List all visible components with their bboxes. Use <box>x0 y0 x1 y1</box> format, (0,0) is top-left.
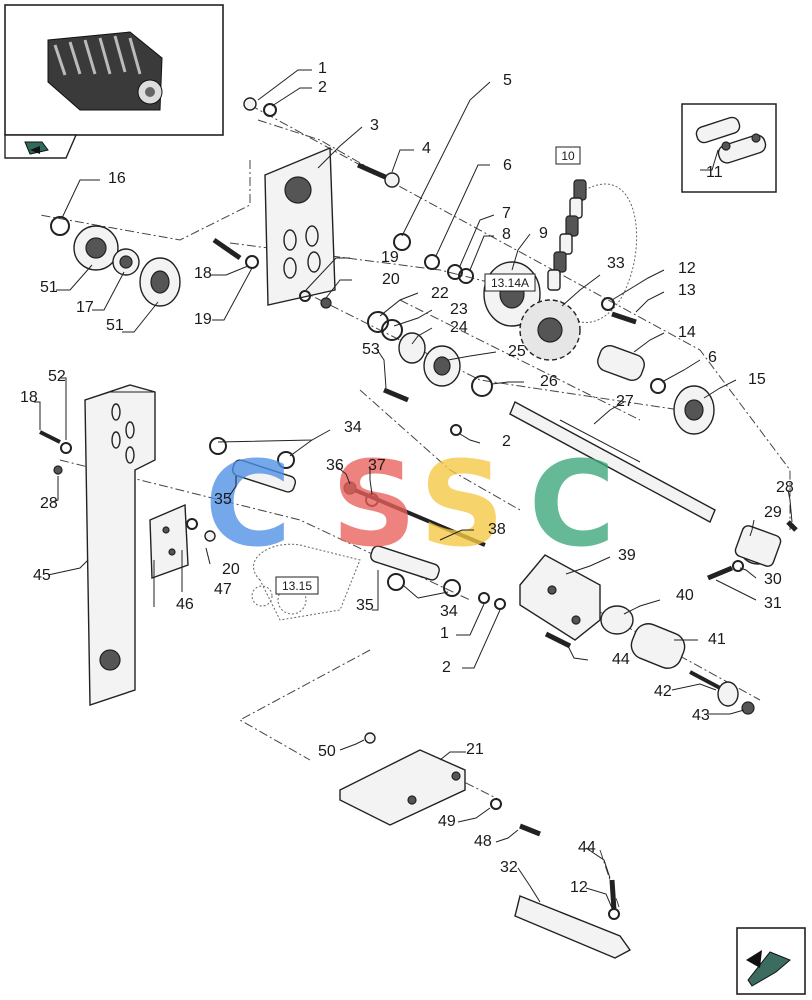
callout-number: 30 <box>764 571 782 588</box>
callout-number: 1 <box>440 625 449 642</box>
side-plate-bracket <box>264 146 336 306</box>
callout-number: 22 <box>431 285 449 302</box>
callout-number: 47 <box>214 581 232 598</box>
callout-number: 12 <box>678 260 696 277</box>
callout-number: 5 <box>503 72 512 89</box>
callout-number: 38 <box>488 521 506 538</box>
callout-number: 53 <box>362 341 380 358</box>
callout-number: 11 <box>706 164 723 181</box>
callout-number: 25 <box>508 343 526 360</box>
upper-hardware <box>212 97 474 309</box>
watermark-letter: S <box>420 435 505 573</box>
callout-number: 31 <box>764 595 782 612</box>
callout-number: 1 <box>318 60 327 77</box>
reference-box-13-15: 13.15 <box>275 576 319 595</box>
callout-number: 46 <box>176 596 194 613</box>
callout-number: 28 <box>776 479 794 496</box>
watermark-letter: C <box>205 435 292 573</box>
reference-box-13-14a: 13.14A <box>484 273 536 292</box>
callout-number: 43 <box>692 707 710 724</box>
roller-bracket-assembly <box>478 554 755 715</box>
callout-number: 33 <box>607 255 625 272</box>
callout-number: 24 <box>450 319 468 336</box>
callout-number: 12 <box>570 879 588 896</box>
sprocket-assembly <box>367 261 715 436</box>
callout-number: 28 <box>40 495 58 512</box>
leader-lines <box>34 69 793 909</box>
main-shaft <box>509 401 798 581</box>
callout-number: 8 <box>502 226 511 243</box>
callout-number: 44 <box>612 651 630 668</box>
callout-number: 35 <box>356 597 374 614</box>
callout-number: 9 <box>539 225 548 242</box>
callout-number: 32 <box>500 859 518 876</box>
callout-number: 23 <box>450 301 468 318</box>
callout-number: 14 <box>678 324 696 341</box>
callout-number: 2 <box>318 79 327 96</box>
callout-number: 3 <box>370 117 379 134</box>
callout-number: 35 <box>214 491 232 508</box>
reference-label: 10 <box>561 149 575 163</box>
chain-link-detail-panel <box>681 103 777 193</box>
callout-number: 18 <box>194 265 212 282</box>
watermark-letter: C <box>529 435 616 573</box>
lower-bracket-plate <box>339 732 541 837</box>
callout-number: 51 <box>40 279 58 296</box>
reference-box-10: 10 <box>555 146 581 165</box>
callout-number: 27 <box>616 393 634 410</box>
drive-chain <box>547 179 637 323</box>
callout-number: 36 <box>326 457 344 474</box>
reference-label: 13.15 <box>282 579 312 593</box>
callout-number: 13 <box>678 282 696 299</box>
callout-number: 4 <box>422 140 431 157</box>
callout-number: 2 <box>502 433 511 450</box>
callout-number: 26 <box>540 373 558 390</box>
callout-number: 21 <box>466 741 484 758</box>
callout-number: 20 <box>382 271 400 288</box>
callout-number: 6 <box>503 157 512 174</box>
thumbnail-panel <box>4 4 224 159</box>
callout-number: 49 <box>438 813 456 830</box>
callout-number: 40 <box>676 587 694 604</box>
callout-number: 19 <box>194 311 212 328</box>
callout-number: 42 <box>654 683 672 700</box>
drive-shaft-lower <box>514 879 632 959</box>
callout-number: 18 <box>20 389 38 406</box>
callout-number: 41 <box>708 631 726 648</box>
callout-number: 50 <box>318 743 336 760</box>
callout-number: 7 <box>502 205 511 222</box>
callout-number: 19 <box>381 249 399 266</box>
callout-number: 34 <box>344 419 362 436</box>
callout-number: 37 <box>368 457 386 474</box>
left-bearing-group <box>50 216 181 307</box>
callout-number: 51 <box>106 317 124 334</box>
callout-number: 17 <box>76 299 94 316</box>
callout-number: 45 <box>33 567 51 584</box>
mounting-plate <box>149 503 216 579</box>
callout-number: 39 <box>618 547 636 564</box>
callout-number: 52 <box>48 368 66 385</box>
callout-number: 44 <box>578 839 596 856</box>
next-page-arrow-icon[interactable] <box>736 927 806 995</box>
callout-number: 29 <box>764 504 782 521</box>
link-arm-assembly <box>209 437 486 621</box>
callout-number: 34 <box>440 603 458 620</box>
callout-number: 15 <box>748 371 766 388</box>
callout-number: 6 <box>708 349 717 366</box>
callout-number: 48 <box>474 833 492 850</box>
callout-number: 16 <box>108 170 126 187</box>
page-back-icon[interactable] <box>24 141 49 155</box>
reference-label: 13.14A <box>491 276 529 290</box>
machine-thumbnail-icon <box>47 31 163 111</box>
left-upright-frame <box>39 384 156 706</box>
callout-number: 2 <box>442 659 451 676</box>
callout-number: 20 <box>222 561 240 578</box>
watermark-letter: S <box>332 435 417 573</box>
